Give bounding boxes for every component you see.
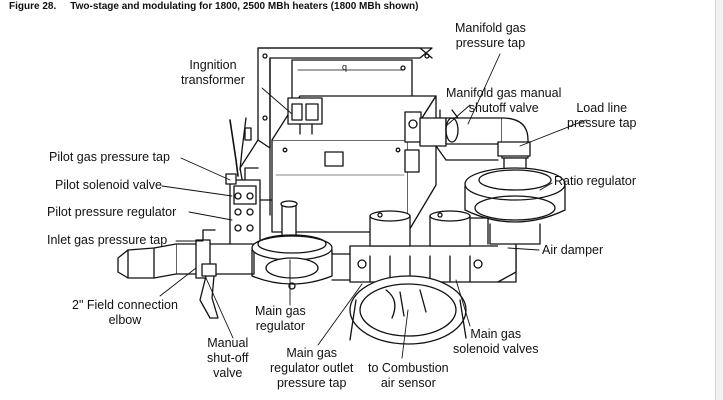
burner-housing xyxy=(229,47,437,233)
label-combustion-air-sensor: to Combustion air sensor xyxy=(368,361,449,390)
main-regulator xyxy=(251,200,357,290)
manifold-piping xyxy=(419,109,531,161)
ratio-regulator xyxy=(464,157,566,245)
label-air-damper: Air damper xyxy=(542,243,604,257)
label-pilot-pressure-regulator: Pilot pressure regulator xyxy=(47,205,177,219)
label-load-line-pressure-tap: Load line pressure tap xyxy=(567,101,637,130)
label-pilot-solenoid-valve: Pilot solenoid valve xyxy=(55,178,163,192)
label-inlet-gas-pressure-tap: Inlet gas pressure tap xyxy=(47,233,168,247)
figure-caption: Figure 28. Two-stage and modulating for 1… xyxy=(9,1,418,12)
label-ignition-transformer: Ingnition transformer xyxy=(181,58,245,87)
solenoid-valves xyxy=(349,210,517,283)
pilot-assembly xyxy=(225,167,273,249)
label-regulator-outlet-pressure-tap: Main gas regulator outlet pressure tap xyxy=(270,346,354,390)
label-manifold-gas-pressure-tap: Manifold gas pressure tap xyxy=(455,21,526,50)
figure-title: Two-stage and modulating for 1800, 2500 … xyxy=(70,1,419,12)
figure-number: Figure 28. xyxy=(9,1,57,12)
label-manifold-manual-shutoff-valve: Manifold gas manual shutoff valve xyxy=(446,86,562,115)
panel-mark: q xyxy=(342,62,348,72)
label-manual-shutoff-valve: Manual shut-off valve xyxy=(207,336,249,380)
label-field-connection-elbow: 2" Field connection elbow xyxy=(72,298,178,327)
label-pilot-gas-pressure-tap: Pilot gas pressure tap xyxy=(49,150,170,164)
leader-lines xyxy=(159,53,587,359)
label-ratio-regulator: Ratio regulator xyxy=(554,174,636,188)
label-main-gas-regulator: Main gas regulator xyxy=(255,304,306,333)
label-main-gas-solenoid-valves: Main gas solenoid valves xyxy=(453,327,539,356)
inlet-piping xyxy=(117,229,255,319)
page-edge xyxy=(715,0,723,400)
